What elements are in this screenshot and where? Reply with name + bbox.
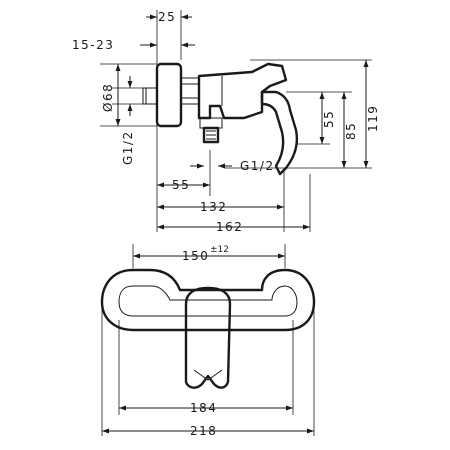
dim-centers-label: 150 (182, 249, 209, 263)
lever-handle (260, 90, 299, 176)
dim-inner-width-label: 184 (190, 401, 217, 415)
dim-height-total-label: 119 (366, 105, 380, 132)
side-view: 25 15-23 Ø68 G1/2 G1/2 55 132 162 55 85 (72, 10, 380, 234)
lever-handle-front (184, 286, 232, 389)
dim-outlet-offset-label: 55 (172, 178, 190, 192)
connector-nut (180, 77, 200, 105)
dim-inlet-thread-label: G1/2 (121, 130, 135, 165)
dim-centers-tolerance-label: ±12 (210, 245, 229, 255)
front-view: 150 ±12 184 218 (100, 244, 316, 438)
dim-outlet-thread-label: G1/2 (240, 159, 275, 173)
dim-wall-range-label: 15-23 (72, 38, 114, 52)
dim-total-width-label: 218 (190, 424, 217, 438)
dim-height-small-label: 55 (322, 110, 336, 128)
outlet-spout (199, 117, 223, 144)
rosette (155, 62, 183, 128)
handle-tip-detail (193, 369, 223, 381)
body-inner-loop (118, 285, 298, 317)
dim-height-mid-label: 85 (344, 122, 358, 140)
dim-offset-label: 25 (158, 10, 176, 24)
dim-depth-body-label: 132 (200, 200, 227, 214)
dim-diameter-label: Ø68 (101, 83, 115, 112)
mixer-body (197, 62, 288, 120)
inlet-stub (142, 87, 158, 105)
dim-depth-total-label: 162 (216, 220, 243, 234)
body-outline (100, 268, 316, 332)
